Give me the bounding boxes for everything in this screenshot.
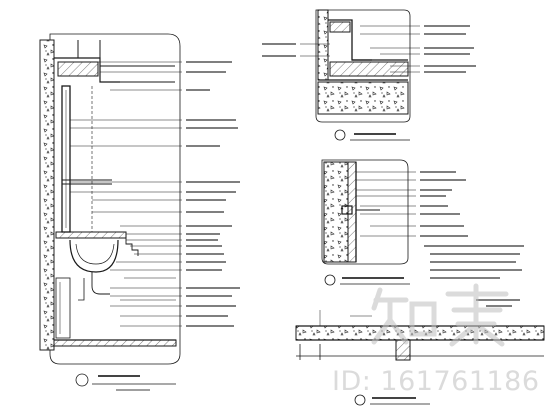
floor-step-detail (262, 9, 476, 141)
wall-joint-detail (321, 159, 468, 286)
watermark-id: ID: 161761186 (332, 366, 540, 397)
vanity-section-drawing (39, 33, 240, 391)
watermark-logo (371, 283, 509, 347)
note-block (424, 245, 524, 279)
